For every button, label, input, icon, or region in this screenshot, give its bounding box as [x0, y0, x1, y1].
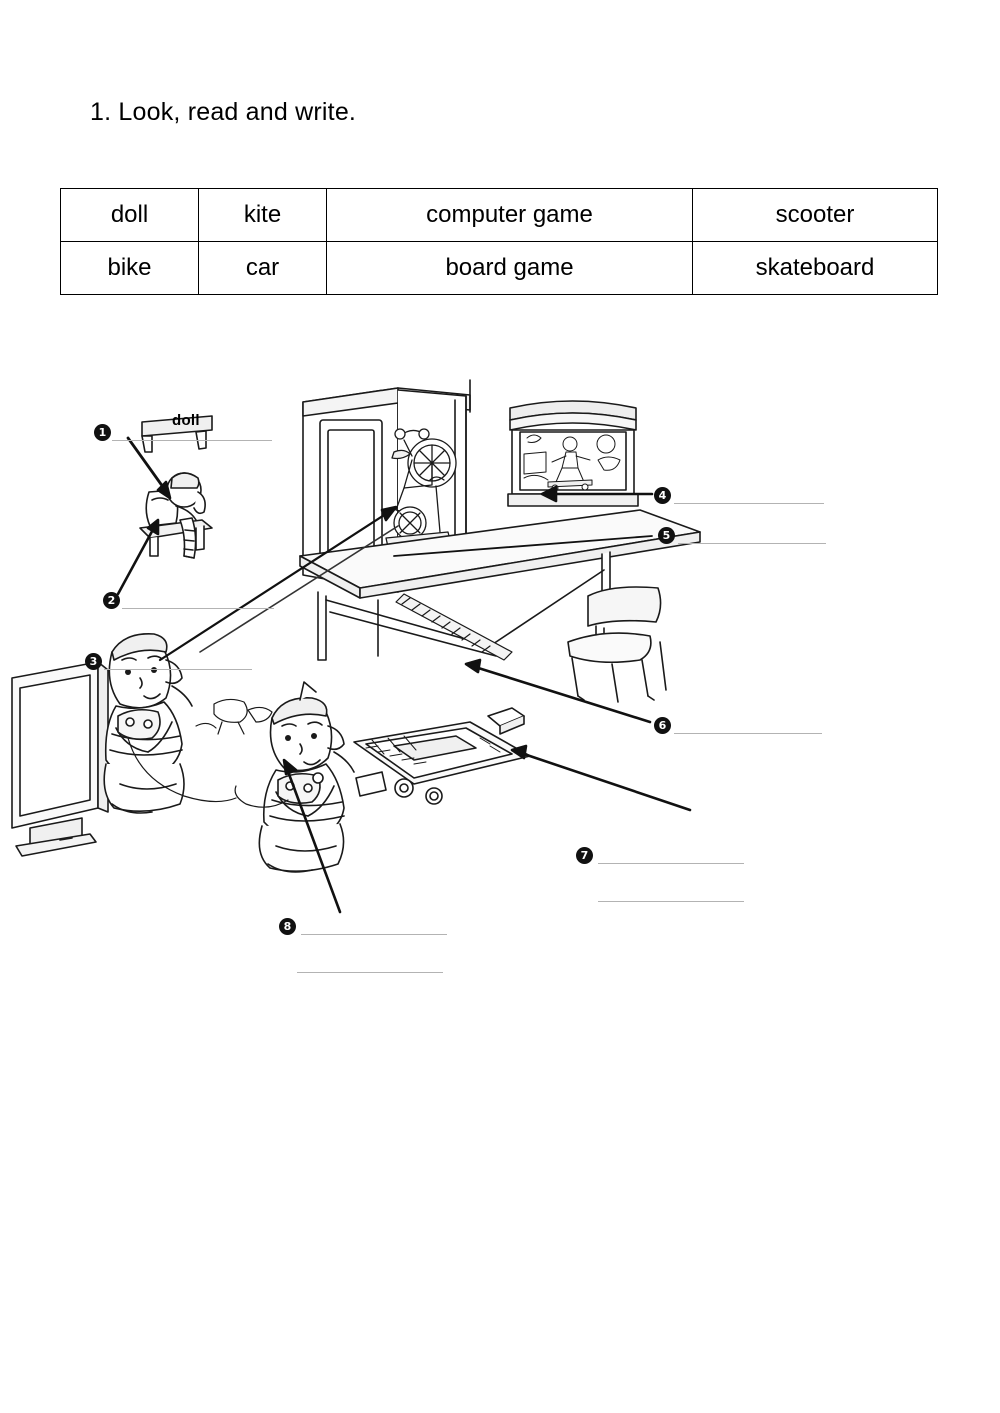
answer-line-8-continued[interactable]: [297, 972, 443, 973]
marker-1: 1: [94, 424, 111, 441]
word-cell-kite: kite: [198, 188, 327, 242]
word-cell-bike: bike: [60, 241, 199, 295]
board-game-group: [312, 707, 531, 805]
answer-line-8[interactable]: [301, 934, 447, 935]
answer-line-3[interactable]: [104, 669, 252, 670]
answer-line-2[interactable]: [122, 608, 274, 609]
child-left: [103, 633, 237, 814]
playroom-line-drawing: [11, 379, 701, 914]
tv-monitor: [11, 661, 109, 857]
folding-ladder: [395, 593, 513, 661]
marker-8: 8: [279, 918, 296, 935]
page-title: 1. Look, read and write.: [90, 98, 357, 126]
table-row: doll kite computer game scooter: [60, 188, 938, 242]
word-cell-scooter: scooter: [692, 188, 938, 242]
answer-line-1[interactable]: [112, 440, 272, 441]
child-right: [234, 681, 355, 873]
answer-value-1: doll: [172, 412, 200, 429]
answer-line-4[interactable]: [674, 503, 824, 504]
word-cell-skateboard: skateboard: [692, 241, 938, 295]
doll-figure: [139, 472, 213, 559]
marker-5: 5: [658, 527, 675, 544]
chair-group: [567, 586, 667, 703]
word-cell-computer-game: computer game: [326, 188, 693, 242]
table-row: bike car board game skateboard: [60, 241, 938, 295]
word-bank-table: doll kite computer game scooter bike car…: [60, 188, 938, 295]
marker-4: 4: [654, 487, 671, 504]
word-cell-board-game: board game: [326, 241, 693, 295]
answer-line-6[interactable]: [674, 733, 822, 734]
answer-line-5[interactable]: [678, 543, 826, 544]
marker-3: 3: [85, 653, 102, 670]
scene-illustration: [0, 360, 1000, 1020]
marker-2: 2: [103, 592, 120, 609]
floor-toys: [195, 698, 273, 735]
word-cell-doll: doll: [60, 188, 199, 242]
answer-line-7[interactable]: [598, 863, 744, 864]
word-cell-car: car: [198, 241, 327, 295]
table-group: [299, 509, 701, 661]
answer-line-7-continued[interactable]: [598, 901, 744, 902]
pointer-arrows: [116, 436, 692, 914]
window-skateboard-scene: [523, 434, 621, 492]
marker-6: 6: [654, 717, 671, 734]
window-group: [507, 400, 639, 507]
marker-7: 7: [576, 847, 593, 864]
